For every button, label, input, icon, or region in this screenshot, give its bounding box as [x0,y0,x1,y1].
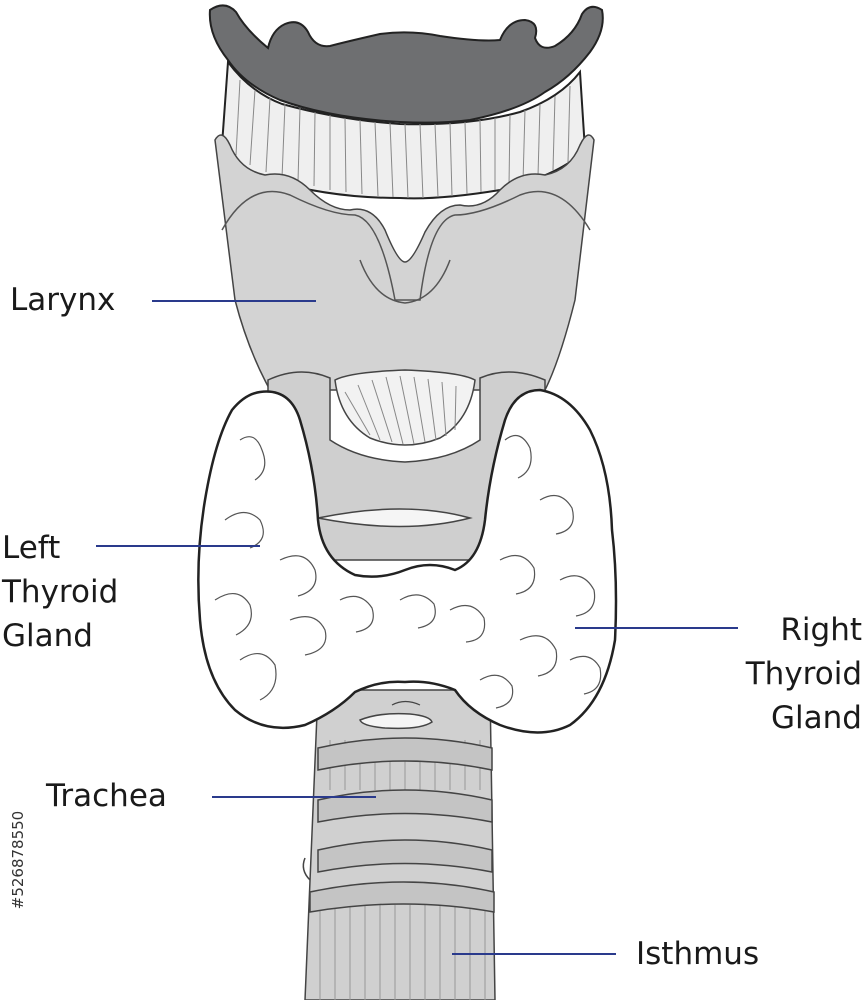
label-right-thyroid-line1: Right [780,612,862,648]
label-right-thyroid-line3: Gland [771,700,862,736]
tracheal-rings [309,737,495,913]
laryngeal-prominence [359,259,451,304]
stock-id-watermark: #526878550 [9,810,27,910]
thyroid-gland [197,388,618,734]
cricoid-cartilage [267,371,546,561]
label-right-thyroid-line2: Thyroid [745,656,862,692]
leader-line-right-thyroid [575,627,738,629]
membrane-striations [235,79,571,199]
label-larynx: Larynx [10,282,116,318]
leader-line-left-thyroid [96,545,260,547]
cricothyroid-membrane [334,369,476,446]
membrane-lines [344,375,457,445]
label-trachea: Trachea [46,778,167,814]
gland-lobules [214,434,602,709]
epiglottis [208,4,604,124]
thyroid-cartilage [214,134,595,391]
label-left-thyroid-line1: Left [2,530,61,566]
leader-line-isthmus [452,953,616,955]
label-left-thyroid-line2: Thyroid [2,574,119,610]
leader-line-trachea [212,796,376,798]
leader-line-larynx [152,300,316,302]
label-left-thyroid-line3: Gland [2,618,93,654]
label-isthmus: Isthmus [636,936,760,972]
